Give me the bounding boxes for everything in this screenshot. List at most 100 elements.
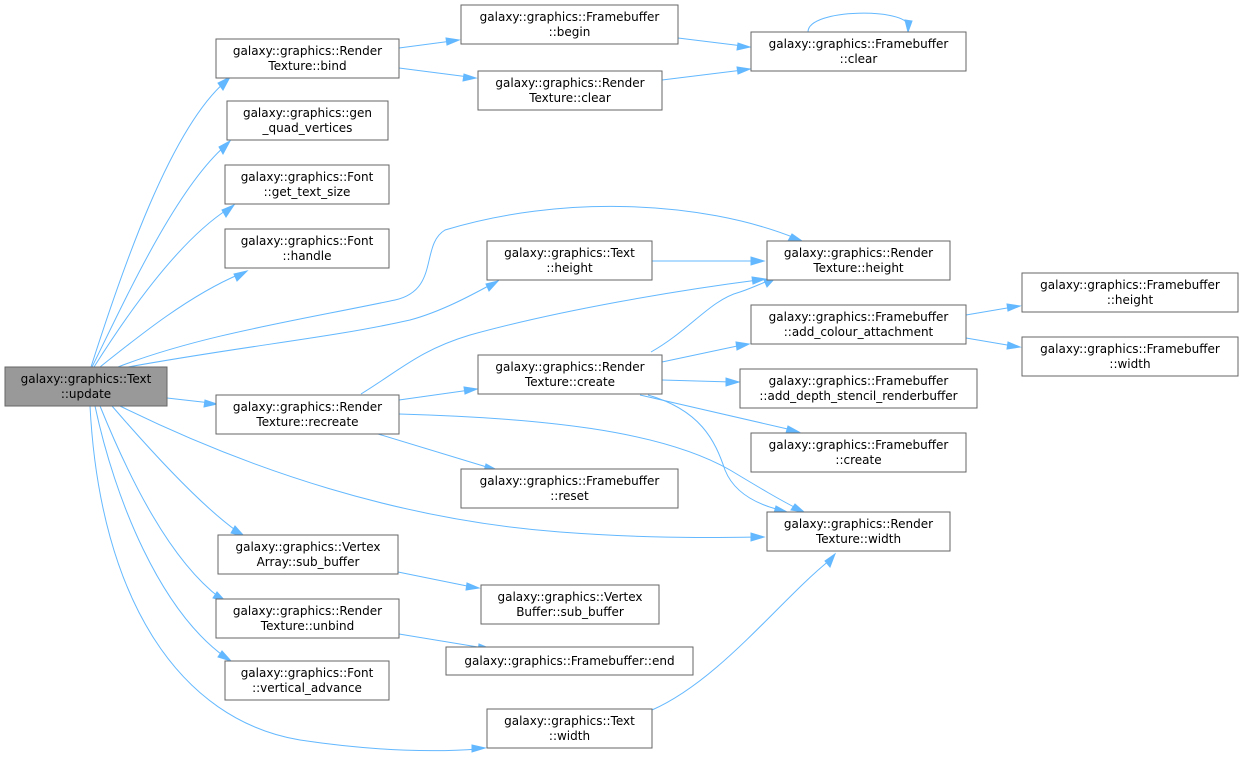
node-label-line: Texture::height [812,261,904,275]
edge-text-width-rt-width [651,559,831,711]
edge-root-text-width [89,405,479,752]
node-box [1021,272,1239,313]
nodes: galaxy::graphics::Text::updategalaxy::gr… [4,4,1239,749]
node-font-text-size[interactable]: galaxy::graphics::Font::get_text_size [224,164,390,205]
edge-root-font-text-size [93,208,229,368]
node-label-line: ::add_colour_attachment [784,325,934,339]
edge-arrow [750,532,766,542]
edge-root-rt-height-top [117,205,796,368]
edge-arrow [1006,341,1022,350]
edge-rt-recreate-rt-height [360,279,759,395]
node-label-line: ::reset [550,489,589,503]
node-rt-recreate[interactable]: galaxy::graphics::RenderTexture::recreat… [215,394,400,435]
node-label-line: ::height [546,261,593,275]
node-box [750,304,967,345]
edge-arrow [465,582,481,591]
node-label-line: galaxy::graphics::Font [241,170,374,184]
edge-arrow [1006,303,1022,312]
node-label-line: galaxy::graphics::Text [504,246,635,260]
node-label-line: galaxy::graphics::Render [495,76,644,90]
node-box [215,38,400,79]
node-box [739,368,978,409]
edges [89,12,1022,753]
node-gen-quad[interactable]: galaxy::graphics::gen_quad_vertices [226,100,389,141]
node-fb-end[interactable]: galaxy::graphics::Framebuffer::end [445,646,694,676]
node-label-line: galaxy::graphics::Framebuffer [1040,278,1220,292]
edge-arrow [725,377,741,387]
node-box [460,4,679,45]
node-fb-begin[interactable]: galaxy::graphics::Framebuffer::begin [460,4,679,45]
node-fb-reset[interactable]: galaxy::graphics::Framebuffer::reset [460,468,679,509]
node-box [480,584,660,625]
edge-arrow [735,341,751,351]
node-text-height[interactable]: galaxy::graphics::Text::height [486,240,653,281]
node-box [224,660,390,701]
node-label-line: galaxy::graphics::Framebuffer [769,310,949,324]
edge-arrow [824,552,837,568]
edge-rt-clear-fb-clear [661,69,744,81]
edge-arrow [217,75,232,91]
node-fb-add-depth[interactable]: galaxy::graphics::Framebuffer::add_depth… [739,368,978,409]
edge-arrow [790,503,806,513]
node-box [217,534,399,575]
node-label-line: galaxy::graphics::Framebuffer [1040,342,1220,356]
node-box [750,432,967,473]
edge-root-rt-width [119,405,758,538]
node-root[interactable]: galaxy::graphics::Text::update [4,366,168,407]
edge-rt-bind-fb-begin [398,40,453,49]
node-fb-add-colour[interactable]: galaxy::graphics::Framebuffer::add_colou… [750,304,967,345]
edge-arrow [462,73,478,82]
node-fb-width[interactable]: galaxy::graphics::Framebuffer::width [1021,336,1239,377]
edge-arrow [785,425,801,434]
node-label-line: galaxy::graphics::Text [504,714,635,728]
node-label-line: _quad_vertices [262,121,353,135]
node-label-line: galaxy::graphics::Text [21,372,152,386]
node-text-width[interactable]: galaxy::graphics::Text::width [486,708,653,749]
edge-arrow [904,19,913,34]
node-box [215,598,400,639]
node-box [4,366,168,407]
edge-rt-bind-rt-clear [398,67,470,78]
edge-rt-unbind-fb-end [398,633,485,649]
edge-va-sub-buffer-vb-sub-buffer [397,571,473,588]
node-box [486,240,653,281]
node-vb-sub-buffer[interactable]: galaxy::graphics::VertexBuffer::sub_buff… [480,584,660,625]
node-label-line: galaxy::graphics::Framebuffer [769,438,949,452]
edge-rt-recreate-fb-reset [377,433,491,469]
edge-rt-create-fb-add-colour [661,344,743,363]
node-label-line: Texture::clear [528,91,611,105]
node-box [224,228,390,269]
edge-fb-add-colour-fb-height [965,306,1014,316]
node-label-line: ::create [835,453,881,467]
edge-rt-create-rt-height [650,279,771,353]
node-label-line: Texture::recreate [255,415,358,429]
node-fb-height[interactable]: galaxy::graphics::Framebuffer::height [1021,272,1239,313]
node-fb-clear[interactable]: galaxy::graphics::Framebuffer::clear [750,31,967,72]
node-box [750,31,967,72]
node-font-handle[interactable]: galaxy::graphics::Font::handle [224,228,390,269]
node-label-line: Texture::create [524,375,615,389]
node-label-line: Texture::unbind [260,619,354,633]
node-box [1021,336,1239,377]
node-label-line: galaxy::graphics::Framebuffer [480,10,660,24]
node-label-line: ::height [1107,293,1154,307]
node-label-line: ::add_depth_stencil_renderbuffer [759,389,957,403]
node-box [215,394,400,435]
node-label-line: galaxy::graphics::Render [233,400,382,414]
node-fb-create[interactable]: galaxy::graphics::Framebuffer::create [750,432,967,473]
node-font-vadvance[interactable]: galaxy::graphics::Font::vertical_advance [224,660,390,701]
node-label-line: galaxy::graphics::gen [243,106,372,120]
node-label-line: ::update [61,387,111,401]
edge-rt-recreate-rt-create [398,389,471,401]
edge-arrow [471,744,487,753]
node-label-line: ::width [1109,357,1150,371]
node-label-line: galaxy::graphics::Render [495,360,644,374]
node-label-line: galaxy::graphics::Render [233,44,382,58]
node-va-sub-buffer[interactable]: galaxy::graphics::VertexArray::sub_buffe… [217,534,399,575]
